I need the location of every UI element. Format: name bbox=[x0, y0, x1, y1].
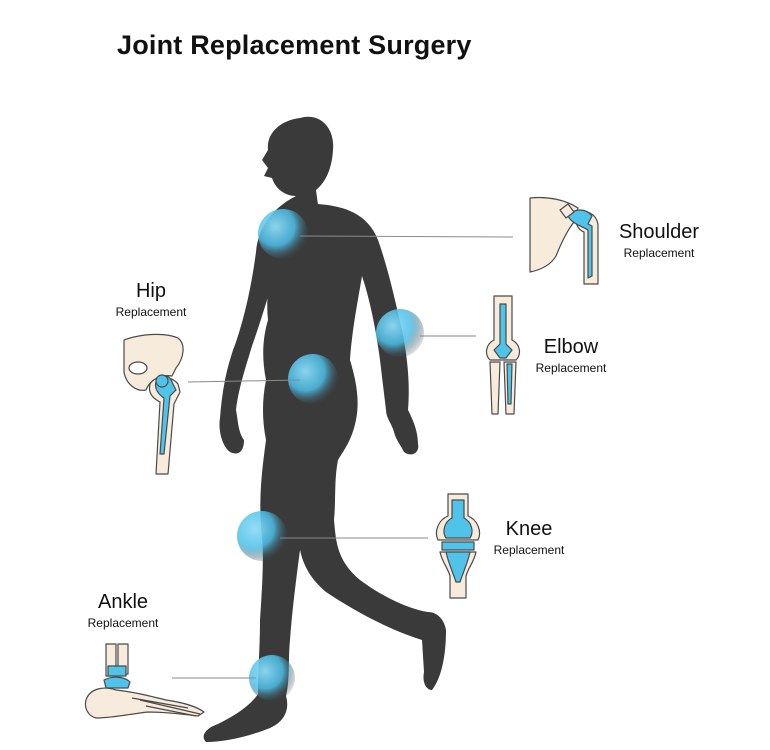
elbow-label: Elbow Replacement bbox=[526, 337, 616, 374]
hip-implant-illustration bbox=[123, 333, 184, 475]
knee-label: Knee Replacement bbox=[484, 519, 574, 556]
ankle-label-name: Ankle bbox=[97, 591, 149, 613]
knee-label-name: Knee bbox=[505, 518, 553, 540]
elbow-highlight bbox=[376, 309, 424, 357]
shoulder-label-subtitle: Replacement bbox=[623, 246, 695, 260]
hip-leader-line bbox=[187, 379, 301, 383]
elbow-label-name: Elbow bbox=[543, 336, 599, 358]
hip-label-name: Hip bbox=[135, 280, 166, 302]
ankle-label-subtitle: Replacement bbox=[87, 616, 159, 630]
elbow-label-subtitle: Replacement bbox=[535, 361, 607, 375]
page-title: Joint Replacement Surgery bbox=[117, 30, 472, 60]
knee-label-subtitle: Replacement bbox=[493, 543, 565, 557]
joint-highlights bbox=[237, 209, 424, 701]
shoulder-label: Shoulder Replacement bbox=[604, 222, 714, 259]
ankle-implant-illustration bbox=[84, 643, 205, 719]
hip-label-subtitle: Replacement bbox=[115, 305, 187, 319]
knee-implant-illustration bbox=[435, 493, 481, 599]
elbow-implant-illustration bbox=[485, 295, 521, 415]
human-silhouette bbox=[203, 116, 446, 742]
ankle-label: Ankle Replacement bbox=[78, 592, 168, 629]
hip-label: Hip Replacement bbox=[106, 281, 196, 318]
ankle-highlight bbox=[249, 655, 295, 701]
shoulder-leader-line bbox=[299, 235, 514, 238]
hip-highlight bbox=[288, 354, 338, 404]
shoulder-implant-illustration bbox=[529, 196, 599, 285]
shoulder-label-name: Shoulder bbox=[618, 221, 700, 243]
shoulder-highlight bbox=[258, 209, 308, 259]
leader-lines bbox=[172, 235, 514, 679]
knee-highlight bbox=[237, 511, 287, 561]
